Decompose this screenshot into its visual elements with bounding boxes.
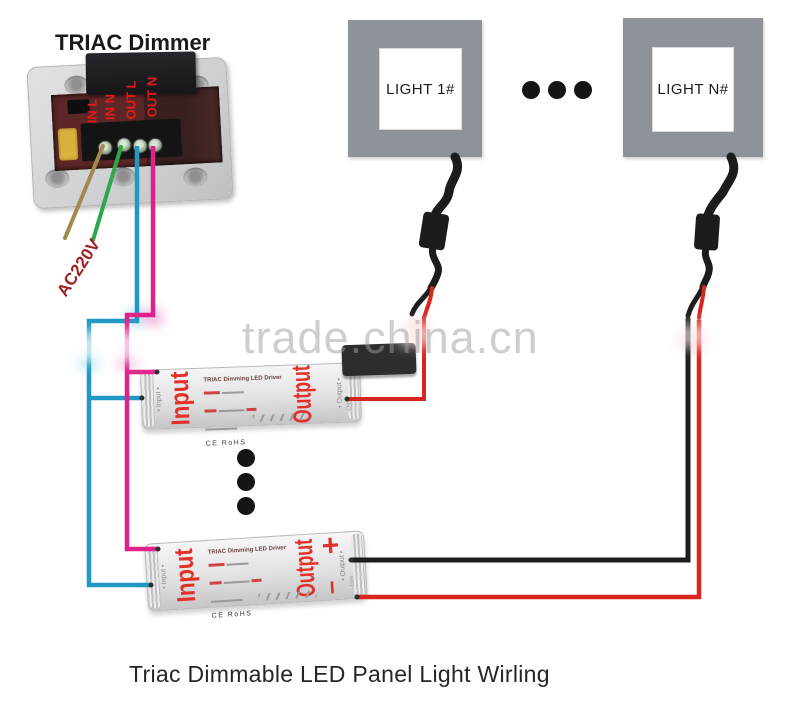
terminal-label-out-l: OUT L <box>123 80 139 120</box>
light-panel-n: LIGHT N# <box>623 18 763 157</box>
inline-connector <box>694 213 720 251</box>
inline-connector <box>418 211 450 251</box>
diagram-caption: Triac Dimmable LED Panel Light Wirling <box>129 661 550 687</box>
wire-ac-live-khaki <box>63 144 105 240</box>
ellipsis-vertical-icon <box>237 449 255 515</box>
lightN-red-pigtail <box>697 285 706 320</box>
light-panel-face: LIGHT N# <box>652 47 734 132</box>
ellipsis-horizontal-icon <box>522 81 592 99</box>
light-panel-1: LIGHT 1# <box>348 20 482 157</box>
wire-glow-halos <box>79 308 704 370</box>
terminal-label-in-l: IN L <box>84 98 100 124</box>
terminal-label-out-n: OUT N <box>144 76 160 118</box>
light-label: LIGHT 1# <box>386 80 455 98</box>
wire-ac-neutral-green <box>91 145 123 242</box>
wire-out-magenta <box>124 146 158 552</box>
diagram-title: TRIAC Dimmer <box>55 30 211 55</box>
terminal-dots <box>139 369 360 600</box>
light1-red-pigtail <box>422 286 434 320</box>
lightN-cable <box>685 152 739 319</box>
light1-cable <box>409 152 463 317</box>
light-label: LIGHT N# <box>657 81 729 98</box>
wire-black-driver2 <box>351 318 691 563</box>
terminal-label-in-n: IN N <box>102 94 118 120</box>
wire-fade <box>70 322 718 362</box>
wire-red-driver2 <box>357 320 702 600</box>
light-panel-face: LIGHT 1# <box>379 48 462 130</box>
wire-out-blue <box>86 146 151 588</box>
